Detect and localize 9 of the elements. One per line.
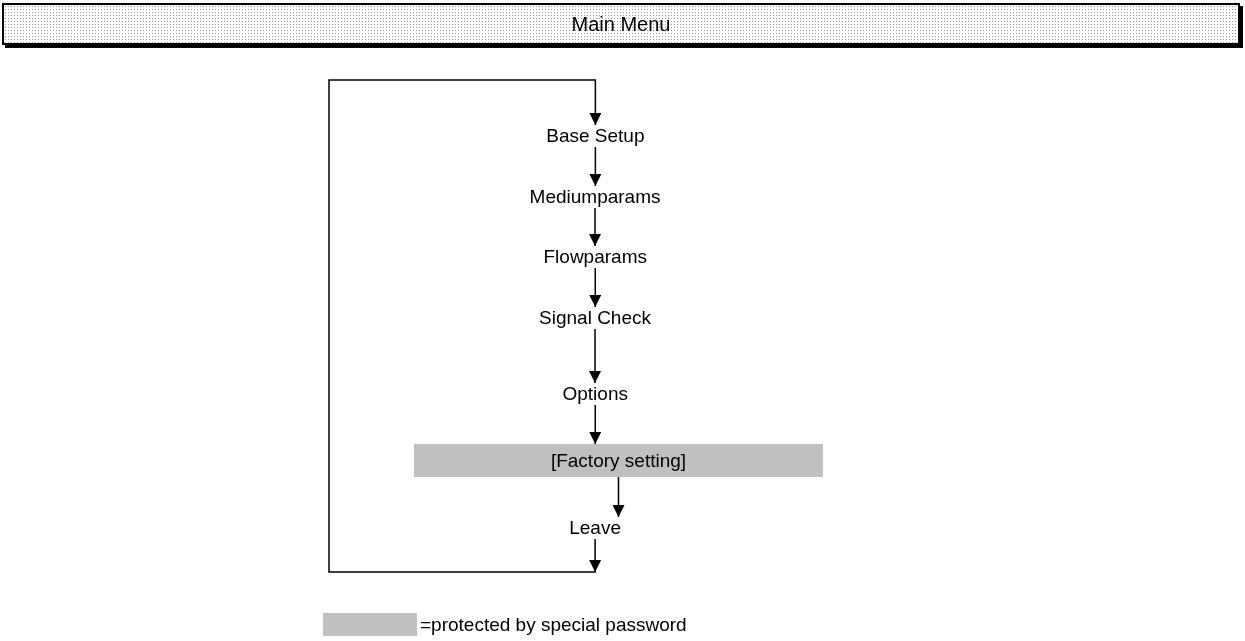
title: Main Menu [571, 12, 671, 36]
menu-item: Options [561, 383, 630, 405]
menu-item: Flowparams [542, 246, 649, 268]
menu-item: Leave [568, 517, 623, 539]
menu-item: Mediumparams [528, 186, 662, 208]
menu-item: Base Setup [544, 125, 646, 147]
highlighted-menu-item: [Factory setting] [414, 444, 823, 477]
menu-item: Signal Check [538, 307, 652, 329]
legend-text: =protected by special password [420, 614, 687, 636]
